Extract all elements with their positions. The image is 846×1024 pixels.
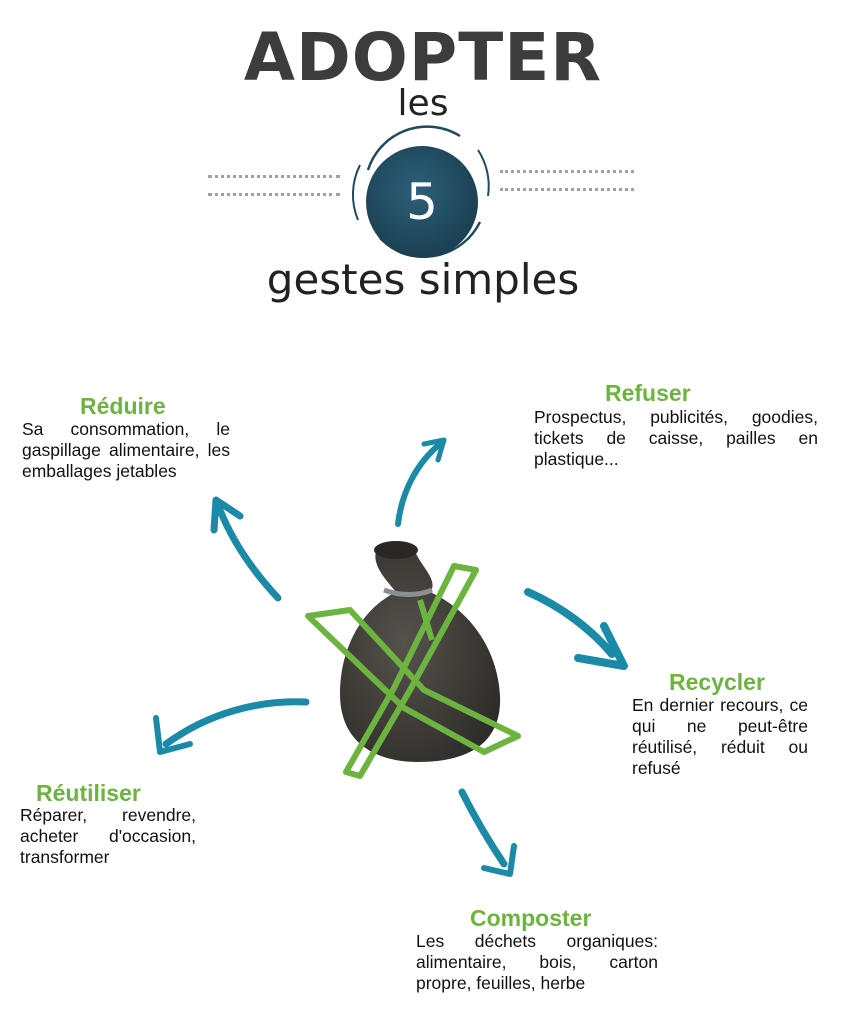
x-stroke-back [305, 607, 521, 755]
step-desc-refuser: Prospectus, publicités, goodies, tickets… [534, 407, 818, 469]
trash-bag-opening [374, 541, 418, 559]
dotted-line-left-bottom [208, 193, 340, 196]
step-title-reduire: Réduire [80, 393, 166, 419]
step-desc-recycler: En dernier recours, ce qui ne peut-être … [632, 695, 808, 778]
arrow-to-recycler [524, 588, 628, 670]
arrow-to-refuser [395, 437, 447, 527]
trash-bag-body [340, 548, 501, 762]
number-badge [351, 125, 490, 258]
trash-bag-tie [383, 587, 433, 597]
step-title-recycler: Recycler [669, 669, 765, 695]
arrow-to-reduire [210, 496, 282, 602]
title-adopter: ADOPTER [243, 19, 603, 96]
badge-circle [366, 146, 478, 258]
arrow-to-composter [458, 788, 517, 877]
step-title-composter: Composter [470, 905, 592, 931]
step-desc-composter: Les déchets organiques: alimentaire, boi… [416, 931, 658, 993]
step-title-refuser: Refuser [605, 380, 691, 406]
step-desc-reduire: Sa consommation, le gaspillage alimentai… [22, 419, 230, 481]
step-title-reutiliser: Réutiliser [36, 780, 141, 806]
badge-ring-arc-top [366, 125, 461, 171]
title-les: les [397, 83, 449, 124]
dotted-line-right-top [500, 170, 634, 173]
x-stroke-accent [417, 599, 435, 641]
arrow-to-reutiliser [153, 698, 310, 755]
step-desc-reutiliser: Réparer, revendre, acheter d'occasion, t… [20, 805, 196, 867]
title-gestes-simples: gestes simples [266, 255, 580, 304]
badge-ring-arc-right [477, 149, 490, 197]
dotted-line-right-bottom [500, 188, 634, 191]
x-stroke-forward [343, 563, 479, 779]
dotted-line-left-top [208, 175, 340, 178]
badge-number: 5 [406, 173, 438, 231]
crossed-out-trash-bag-icon [305, 541, 521, 779]
badge-ring-arc-left [351, 164, 361, 221]
